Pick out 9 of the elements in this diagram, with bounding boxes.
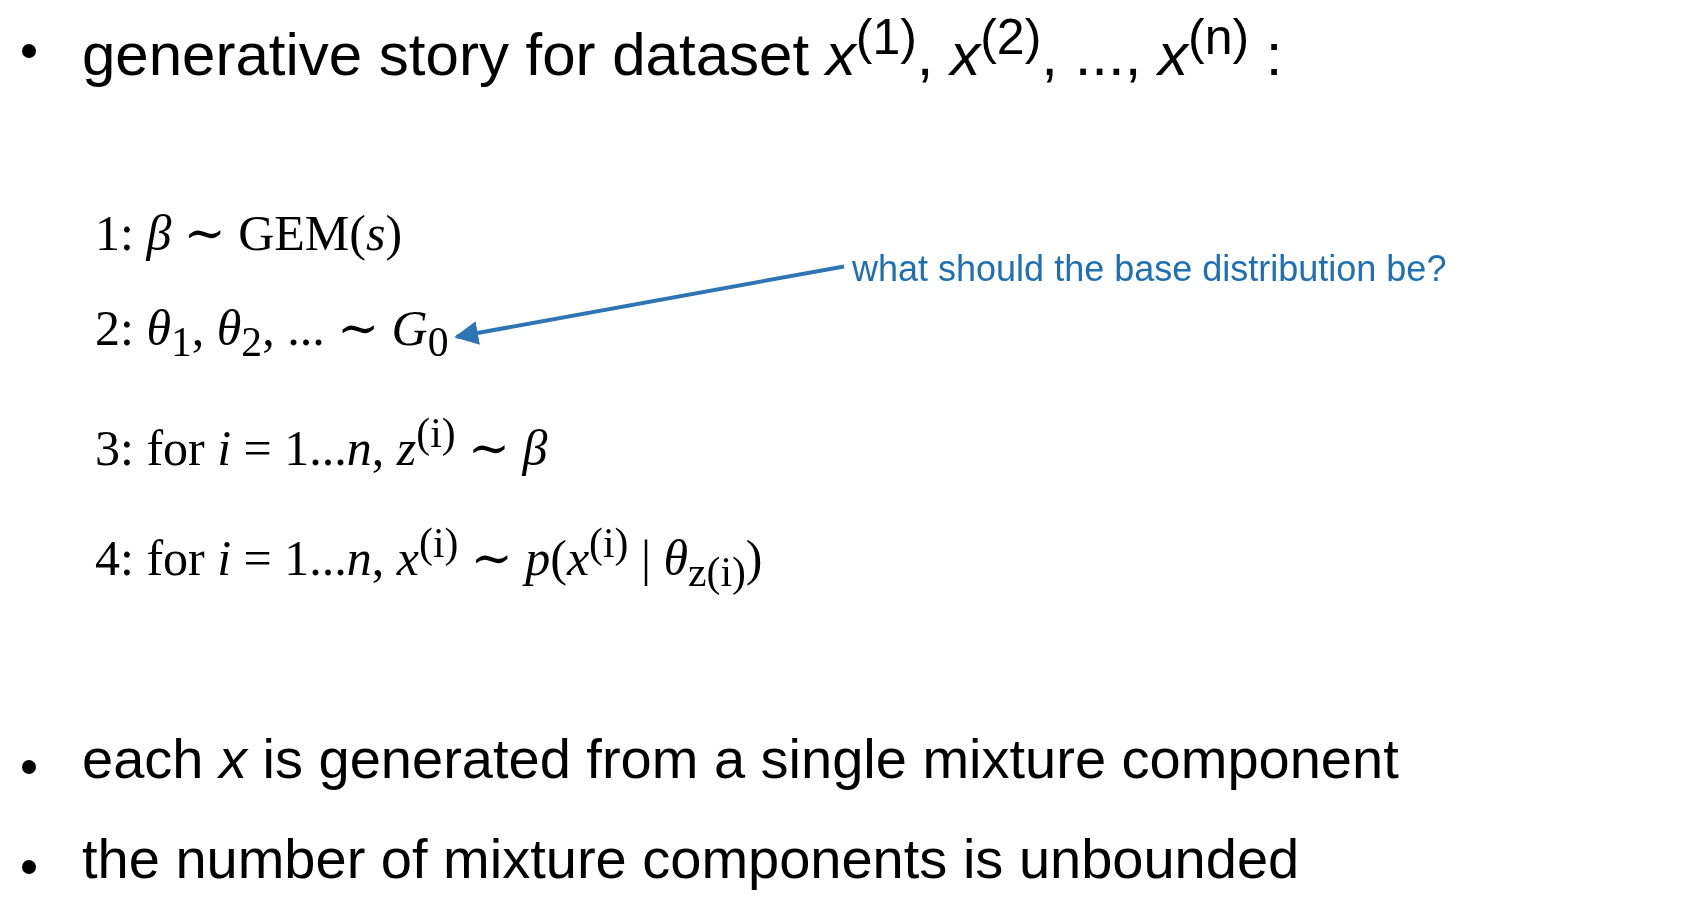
bullet-text: generative story for dataset x$^{(1)}$, x$^{(2)}$, ..., x$^{(n)}$ : — [82, 10, 1283, 88]
annotation-text: what should the base distribution be? — [852, 247, 1447, 291]
algorithm-step: 2: θ$_{1}$, θ$_{2}$, ... ∼ G$_{0}$ — [95, 300, 449, 367]
algorithm-step: 4: for i = 1...n, x$^{(i)}$ ∼ p(x$^{(i)}$ | θ$_{z(i)}$) — [95, 520, 763, 597]
bullet-text: the number of mixture components is unbounded — [82, 828, 1300, 890]
algorithm-step: 1: β ∼ GEM(s) — [95, 205, 403, 263]
algorithm-step: 3: for i = 1...n, z$^{(i)}$ ∼ β — [95, 410, 548, 478]
bullet-text: each x is generated from a single mixture component — [82, 728, 1399, 790]
leader-line — [454, 264, 845, 345]
